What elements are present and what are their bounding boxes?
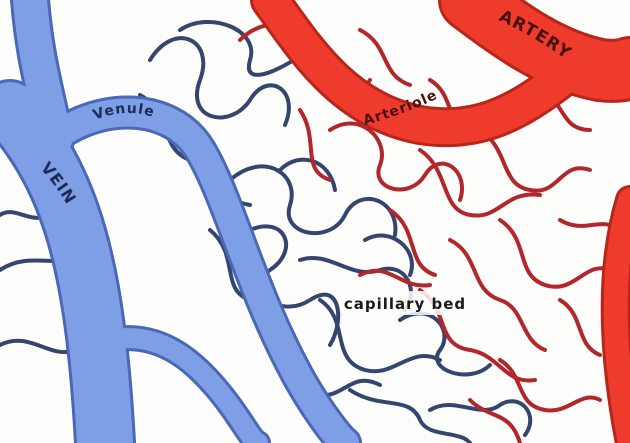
capillary-blue	[0, 341, 75, 352]
capillary-red	[560, 300, 600, 355]
capillary-blue	[400, 313, 490, 374]
capillary-red	[480, 130, 590, 191]
capillary-blue	[350, 390, 470, 443]
capillary-blue	[230, 166, 395, 235]
artery-vessels	[270, 0, 630, 443]
capillary-red	[360, 30, 410, 85]
capillary-red	[500, 220, 610, 287]
capillary-bed-label: capillary bed	[344, 295, 466, 313]
capillary-red	[420, 150, 540, 216]
capillary-red	[360, 271, 430, 286]
